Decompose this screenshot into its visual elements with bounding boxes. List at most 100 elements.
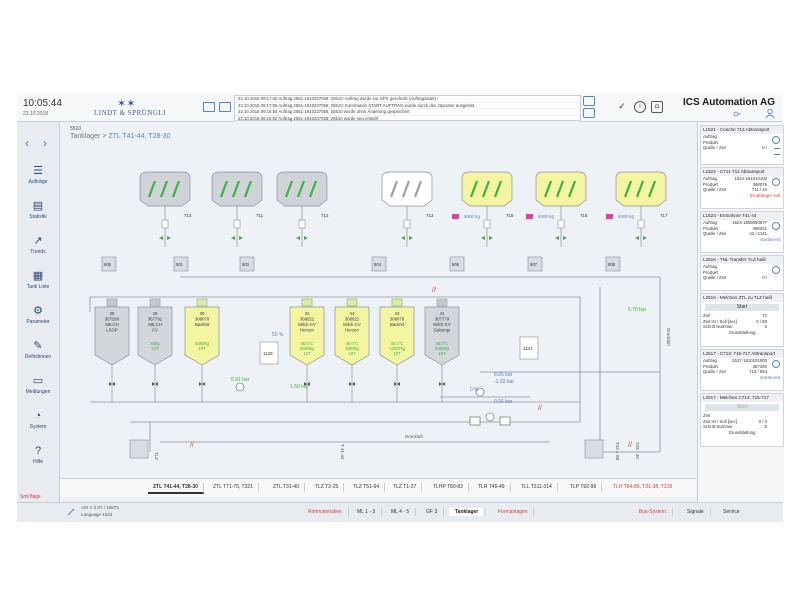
info-icon[interactable]: !: [634, 101, 646, 113]
tab-tll[interactable]: TLL T311-314: [516, 483, 558, 492]
stop-icon[interactable]: [772, 178, 780, 186]
tab-tlr[interactable]: TLR T45-49: [473, 483, 511, 492]
message-down-icon[interactable]: [583, 108, 595, 118]
silo-715[interactable]: [461, 171, 513, 207]
link-icon[interactable]: [67, 508, 75, 516]
pump-icon[interactable]: [475, 387, 485, 397]
sidebar-item-statistik[interactable]: ▤Statistik: [17, 200, 59, 220]
valve-icon[interactable]: [557, 219, 565, 229]
valve-icon[interactable]: [555, 236, 567, 240]
valve-icon[interactable]: [403, 219, 411, 229]
sidebar-item-definitionen[interactable]: ✎Definitionen: [17, 340, 59, 360]
small-tank-905[interactable]: [101, 256, 117, 272]
vessel-42[interactable]: [289, 306, 325, 366]
sidebar-item-parameter[interactable]: ⚙Parameter: [17, 305, 59, 325]
fault-indicator[interactable]: Sml flags: [20, 494, 41, 500]
silo-712[interactable]: [276, 171, 328, 207]
vessel-41[interactable]: [424, 306, 460, 366]
valve-icon[interactable]: [231, 236, 243, 240]
valve-icon[interactable]: [109, 382, 115, 386]
silo-716[interactable]: [535, 171, 587, 207]
footer-tab-bus-system[interactable]: Bus-System: [633, 508, 673, 516]
filter-icon[interactable]: [469, 416, 481, 426]
tab-ztl-t41[interactable]: ZTL T41-44, T28-30: [148, 483, 204, 494]
small-tank-906[interactable]: [449, 256, 465, 272]
small-tank-904[interactable]: [371, 256, 387, 272]
valve-icon[interactable]: [159, 236, 171, 240]
pump-icon[interactable]: [485, 412, 495, 422]
silo-714[interactable]: [139, 171, 191, 207]
filter-icon[interactable]: [499, 416, 511, 426]
small-tank-901[interactable]: [173, 256, 189, 272]
tab-ztl-t71[interactable]: ZTL T71-75, T321: [208, 483, 259, 492]
stop-icon[interactable]: [772, 222, 780, 230]
valve-icon[interactable]: [199, 382, 205, 386]
silo-717[interactable]: [615, 171, 667, 207]
small-tank-907[interactable]: [527, 256, 543, 272]
tank-1128[interactable]: [259, 341, 279, 365]
tab-tlz-t2[interactable]: TLZ T2-25: [310, 483, 345, 492]
pump-icon[interactable]: [235, 382, 245, 392]
tab-tlhp[interactable]: TLHP T80-83: [428, 483, 469, 492]
footer-tab-ml13[interactable]: ML 1 - 3: [351, 508, 383, 516]
tank-tlz-left[interactable]: [129, 439, 149, 459]
camera-icon[interactable]: ◘: [651, 101, 663, 113]
sidebar-item-trends[interactable]: ↗Trends: [17, 235, 59, 255]
checkmark-icon[interactable]: ✓: [618, 101, 626, 111]
sidebar-item-auftraege[interactable]: ☰Aufträge: [17, 165, 59, 185]
valve-icon[interactable]: [637, 219, 645, 229]
valve-icon[interactable]: [304, 382, 310, 386]
small-tank-903[interactable]: [239, 256, 255, 272]
valve-icon[interactable]: [233, 219, 241, 229]
footer-tab-service[interactable]: Service: [723, 509, 740, 515]
valve-icon[interactable]: [635, 236, 647, 240]
message-up-icon[interactable]: [583, 96, 595, 106]
silo-711[interactable]: [211, 171, 263, 207]
sidebar-item-system[interactable]: ◔System: [17, 410, 59, 430]
valve-icon[interactable]: [483, 219, 491, 229]
sidebar-item-hilfe[interactable]: ?Hilfe: [17, 445, 59, 465]
small-tank-908[interactable]: [605, 256, 621, 272]
footer-tab-tanklager[interactable]: Tanklager: [449, 508, 486, 516]
valve-icon[interactable]: [349, 382, 355, 386]
monitor-icon[interactable]: [203, 102, 215, 112]
tab-tlh-alarm[interactable]: TLH T84-86, T31-38, T318: [613, 484, 673, 490]
back-arrow-icon[interactable]: ‹: [25, 136, 29, 150]
list-icon[interactable]: [774, 148, 780, 155]
valve-icon[interactable]: [152, 382, 158, 386]
tank-1141[interactable]: [519, 336, 539, 360]
tab-tlp[interactable]: TLP T92-96: [565, 483, 603, 492]
start-button[interactable]: Start: [705, 404, 779, 411]
tab-tlz-t1[interactable]: TLZ T1-27: [388, 483, 423, 492]
tank-tlz-right[interactable]: [584, 439, 604, 459]
vessel-29[interactable]: [137, 306, 173, 366]
user-icon[interactable]: [765, 108, 775, 118]
valve-icon[interactable]: [296, 236, 308, 240]
sidebar-item-tank-liste[interactable]: ▦Tank Liste: [17, 270, 59, 290]
valve-icon[interactable]: [481, 236, 493, 240]
footer-tab-gf3[interactable]: GF 3: [420, 508, 445, 516]
silo-713[interactable]: [381, 171, 433, 207]
tab-tlz-t51[interactable]: TLZ T51-64: [348, 483, 386, 492]
stop-icon[interactable]: [772, 136, 780, 144]
valve-icon[interactable]: [298, 219, 306, 229]
start-button[interactable]: Start: [705, 304, 779, 311]
tab-ztl-t31[interactable]: ZTL T31-40: [268, 483, 305, 492]
footer-tab-signale[interactable]: Signale: [681, 508, 711, 516]
stop-icon[interactable]: [772, 360, 780, 368]
footer-tab-formanlagen[interactable]: Formanlagen: [492, 508, 535, 516]
sidebar-item-meldungen[interactable]: ▭Meldungen: [17, 375, 59, 395]
valve-icon[interactable]: [401, 236, 413, 240]
target-select[interactable]: T2: [761, 313, 767, 318]
footer-tab-ml45[interactable]: ML 4 - 5: [385, 508, 417, 516]
stop-icon[interactable]: [772, 266, 780, 274]
valve-icon[interactable]: [439, 382, 445, 386]
vessel-28[interactable]: [94, 306, 130, 366]
vessel-43[interactable]: [379, 306, 415, 366]
forward-arrow-icon[interactable]: ›: [43, 136, 47, 150]
vessel-44[interactable]: [334, 306, 370, 366]
footer-tab-rohmaterialien[interactable]: Rohmaterialien: [302, 508, 349, 516]
monitor-grid-icon[interactable]: [219, 102, 231, 112]
vessel-30[interactable]: [184, 306, 220, 366]
valve-icon[interactable]: [161, 219, 169, 229]
